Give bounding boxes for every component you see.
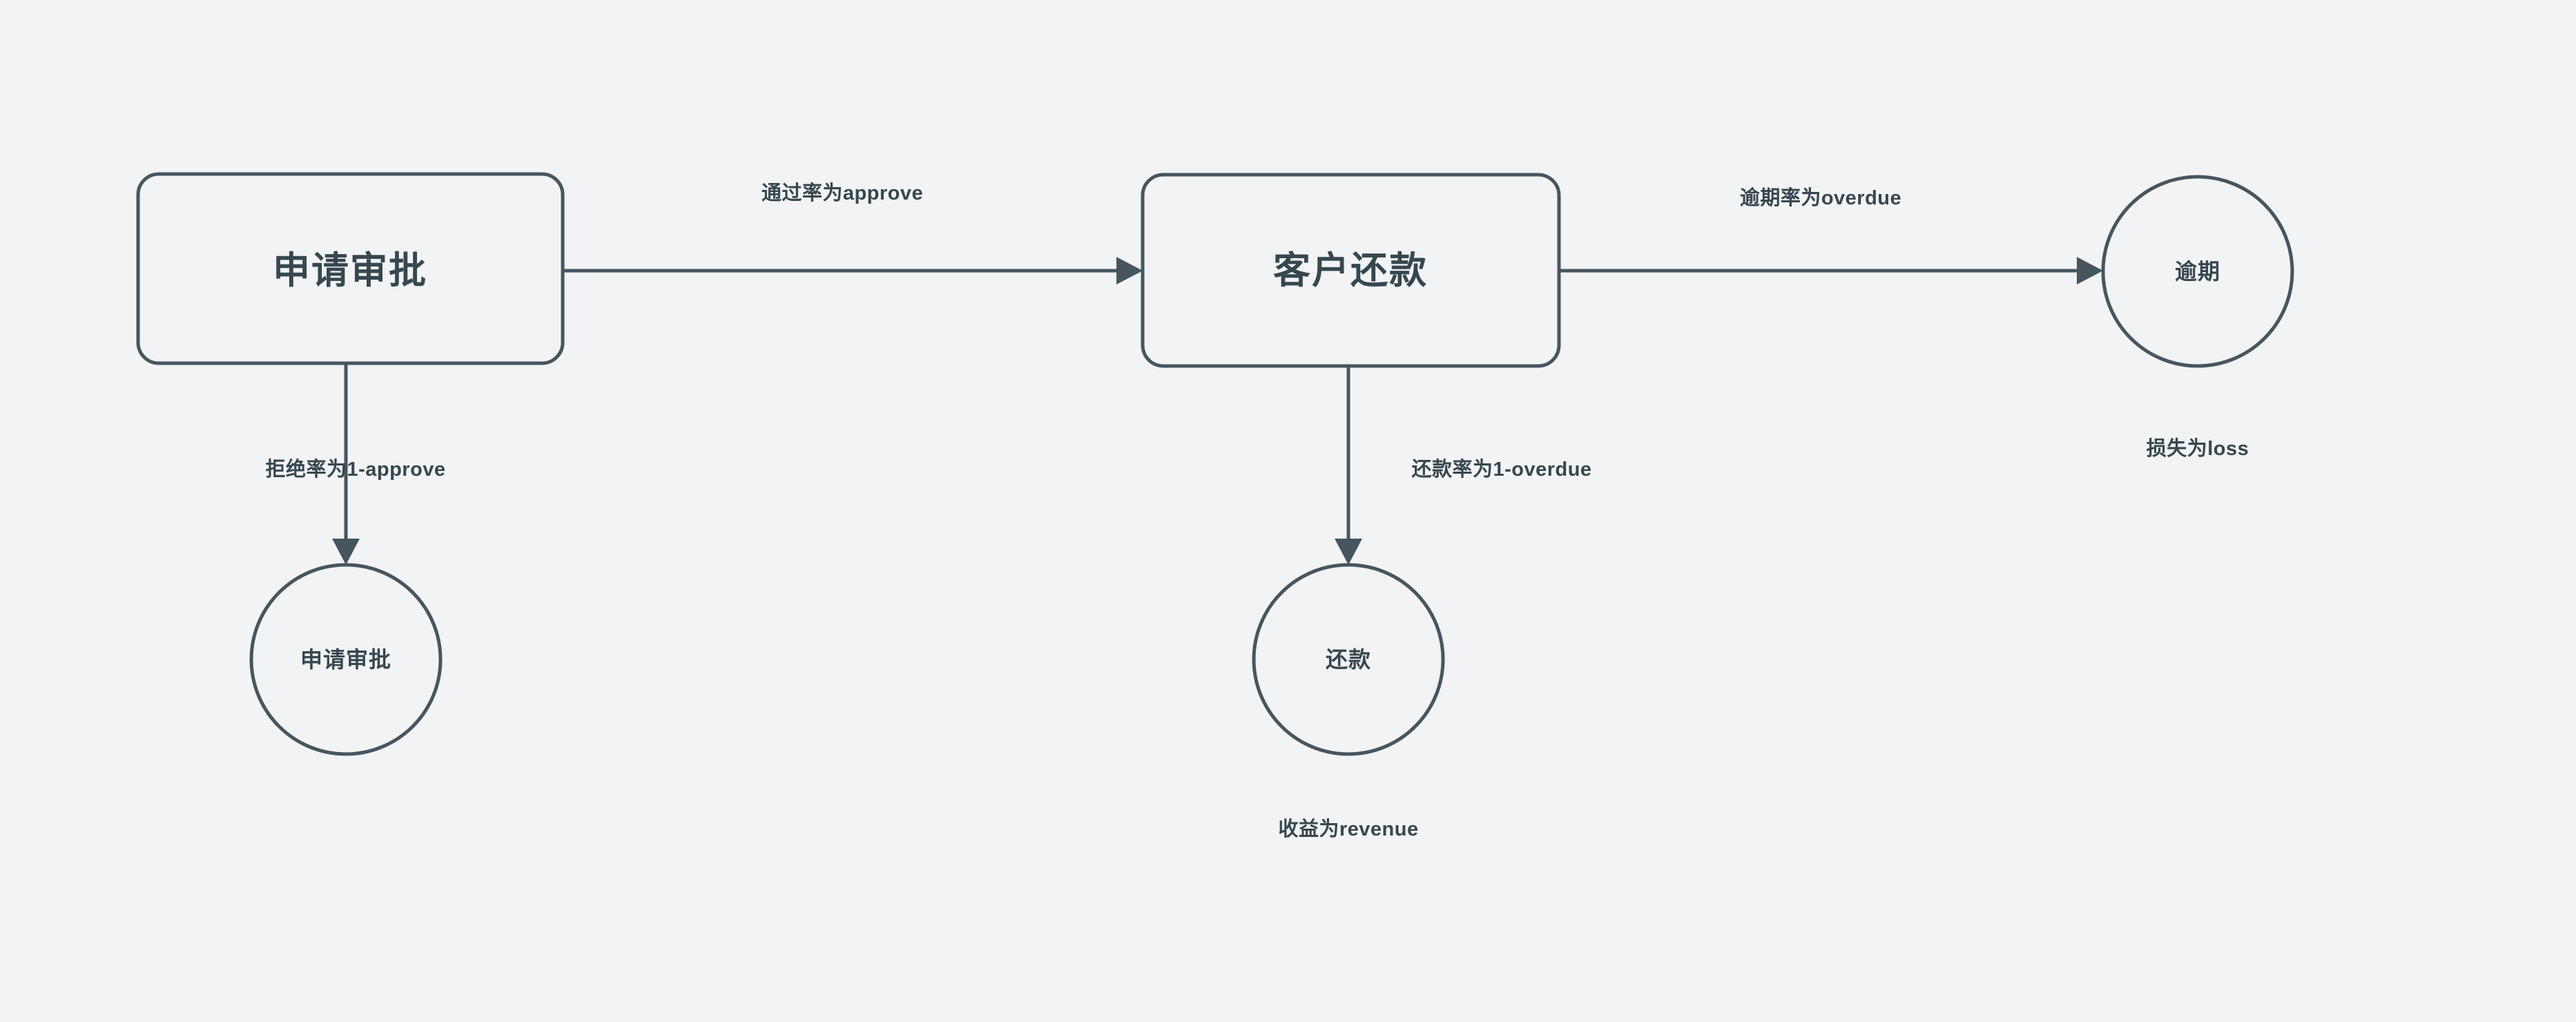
node-apply[interactable]: 申请审批 — [136, 172, 565, 365]
node-overdue-label: 逾期 — [2175, 259, 2220, 284]
edge-label-reject-rate: 拒绝率为1-approve — [265, 457, 445, 481]
node-overdue-shape — [2101, 175, 2294, 368]
node-repaid-label: 还款 — [1326, 647, 1371, 672]
node-apply-shape — [136, 172, 565, 365]
annotation-revenue: 收益为revenue — [1278, 818, 1418, 840]
edge-label-repay-rate: 还款率为1-overdue — [1411, 457, 1591, 481]
node-repay-stage-shape — [1141, 173, 1561, 368]
node-repaid[interactable]: 还款 — [1252, 563, 1445, 756]
edge-repay-to-repaid[interactable]: 还款率为1-overdue — [1335, 366, 1592, 565]
node-reject-label: 申请审批 — [300, 647, 391, 672]
arrow-head-icon — [1335, 539, 1362, 565]
arrow-head-icon — [332, 539, 360, 565]
edge-apply-to-repay-stage[interactable]: 通过率为approve — [563, 181, 1143, 285]
edge-apply-to-reject[interactable]: 拒绝率为1-approve — [265, 363, 445, 565]
node-repay-stage-label: 客户还款 — [1273, 250, 1428, 291]
annotation-loss: 损失为loss — [2147, 437, 2249, 460]
arrow-head-icon — [1116, 257, 1143, 285]
node-apply-label: 申请审批 — [273, 250, 427, 291]
node-repay-stage[interactable]: 客户还款 — [1141, 173, 1561, 368]
node-reject[interactable]: 申请审批 — [249, 563, 443, 756]
edge-repay-to-overdue[interactable]: 逾期率为overdue — [1559, 186, 2103, 285]
node-overdue[interactable]: 逾期 — [2101, 175, 2294, 368]
node-repaid-shape — [1252, 563, 1445, 756]
arrow-head-icon — [2077, 257, 2103, 285]
edge-label-overdue-rate: 逾期率为overdue — [1740, 186, 1901, 209]
node-reject-shape — [249, 563, 443, 756]
edge-label-approve: 通过率为approve — [762, 181, 923, 204]
